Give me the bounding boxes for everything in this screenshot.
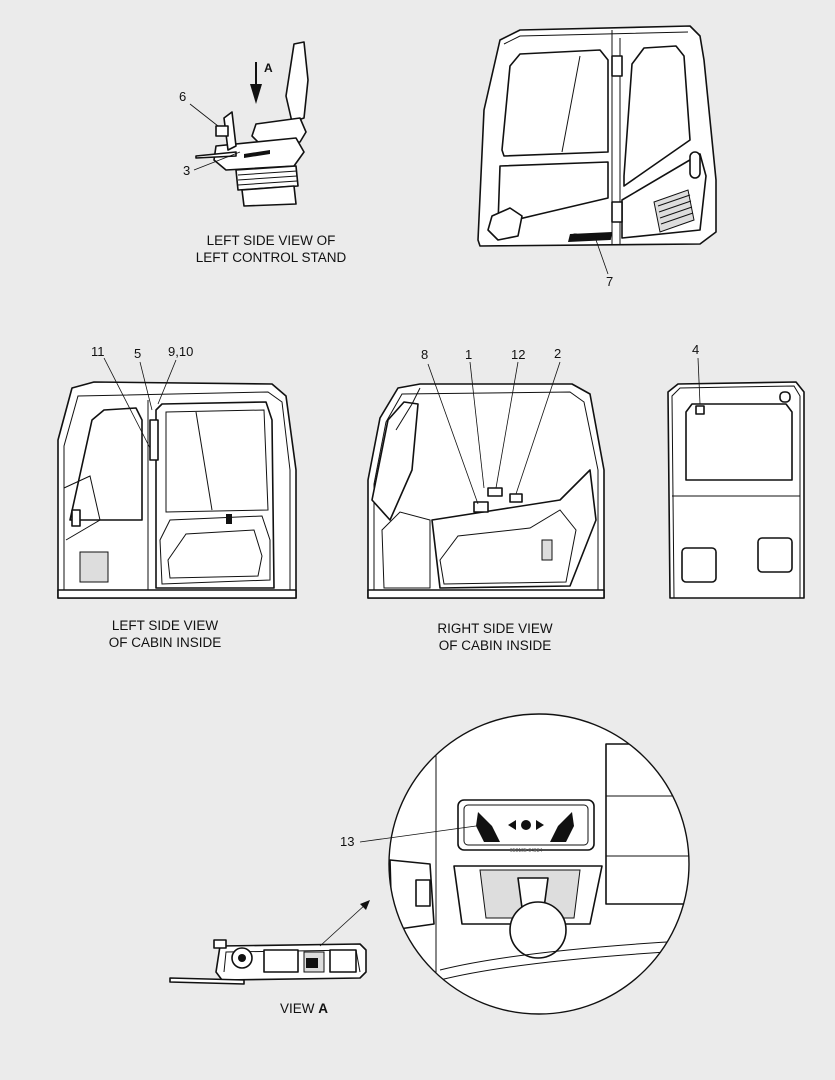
caption-left-control-stand-line1: LEFT SIDE VIEW OF [206, 233, 336, 248]
callout-2: 2 [554, 346, 562, 361]
caption-right-cabin-line1: RIGHT SIDE VIEW [437, 621, 553, 636]
view-a-drawing [169, 939, 367, 985]
caption-view-a-letter: A [318, 1001, 328, 1016]
caption-left-cabin: LEFT SIDE VIEW OF CABIN INSIDE [90, 617, 240, 651]
callout-13: 13 [340, 834, 355, 849]
callout-9-10: 9,10 [168, 344, 194, 359]
callout-1: 1 [465, 347, 473, 362]
caption-left-control-stand-line2: LEFT CONTROL STAND [195, 250, 347, 265]
callout-3: 3 [183, 163, 191, 178]
caption-view-a-prefix: VIEW [279, 1001, 319, 1016]
cabin-exterior-drawing [477, 25, 717, 247]
callout-7: 7 [606, 274, 614, 289]
caption-left-cabin-line2: OF CABIN INSIDE [108, 635, 222, 650]
caption-left-control-stand: LEFT SIDE VIEW OF LEFT CONTROL STAND [186, 232, 356, 266]
seat-control-stand-drawing [195, 41, 309, 207]
caption-left-cabin-line1: LEFT SIDE VIEW [111, 618, 219, 633]
view-direction-arrow [250, 62, 262, 104]
right-cabin-interior-drawing [367, 383, 605, 599]
callout-6: 6 [179, 89, 187, 104]
callout-11: 11 [91, 344, 105, 359]
caption-view-a: VIEW A [264, 1000, 344, 1017]
brand-logo-text: DOOSAN [572, 232, 612, 242]
cabin-rear-view-drawing [667, 381, 805, 599]
left-cabin-interior-drawing [57, 381, 297, 599]
caption-right-cabin: RIGHT SIDE VIEW OF CABIN INSIDE [420, 620, 570, 654]
leader-lines [103, 103, 701, 947]
callout-4: 4 [692, 342, 700, 357]
part-number-text: 950105-04934 [510, 848, 542, 854]
callout-8: 8 [421, 347, 429, 362]
callout-5: 5 [134, 346, 142, 361]
callout-12: 12 [511, 347, 526, 362]
arrow-a-label: A [264, 61, 273, 75]
magnified-detail-circle [388, 713, 690, 1015]
caption-right-cabin-line2: OF CABIN INSIDE [438, 638, 552, 653]
